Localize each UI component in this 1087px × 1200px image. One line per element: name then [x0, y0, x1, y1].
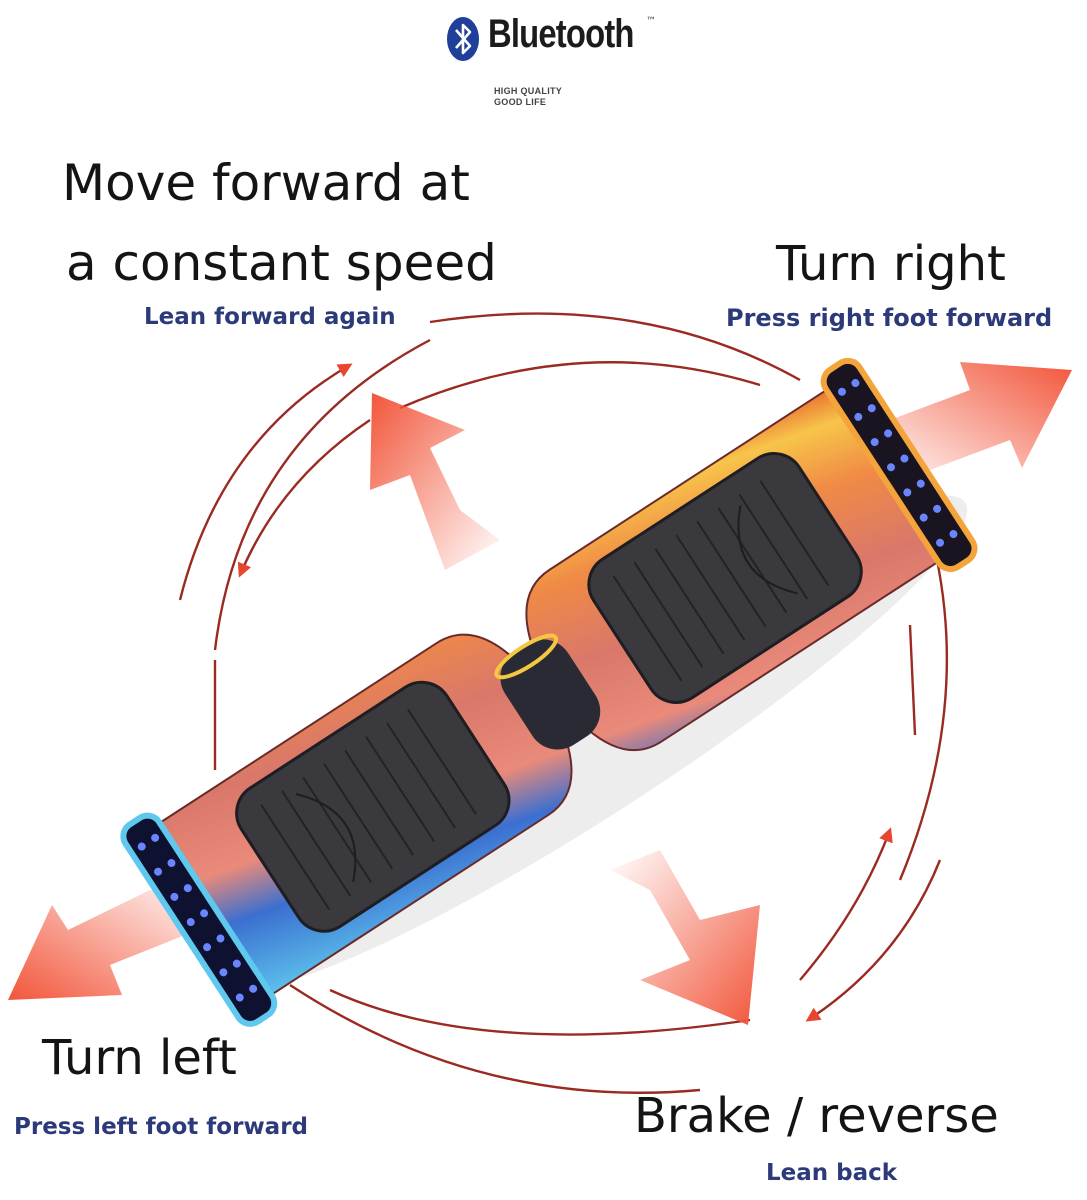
rotation-guides [213, 312, 948, 1094]
brake-reverse-title: Brake / reverse [634, 1088, 999, 1144]
curved-arrow-up-left [178, 363, 353, 601]
tagline-line-2: GOOD LIFE [494, 97, 547, 107]
arrow-up-left-icon [370, 393, 500, 570]
right-wheel-led-bar [820, 357, 978, 573]
turn-right-instruction: Press right foot forward [726, 304, 1053, 332]
curved-arrow-down-left [237, 419, 371, 578]
outer-arc-right [898, 529, 948, 881]
outer-arc-top [429, 312, 801, 382]
curved-arrow-down-right [805, 859, 942, 1022]
inner-arc-bottom [329, 988, 751, 1036]
left-wheel-led-bar [120, 812, 278, 1027]
tagline-line-1: HIGH QUALITY [494, 86, 563, 96]
turn-left-title: Turn left [42, 1030, 237, 1086]
small-curved-arrows [178, 363, 942, 1022]
brand-name: Bluetooth [488, 12, 634, 56]
turn-left-instruction: Press left foot forward [14, 1114, 309, 1140]
forward-title-line-2: a constant speed [66, 234, 497, 292]
inner-arc-top [399, 361, 761, 410]
curved-arrow-up-right [799, 827, 893, 981]
right-led-lights [837, 379, 958, 547]
brake-reverse-instruction: Lean back [766, 1160, 898, 1186]
brand-header: Bluetooth ™ HIGH QUALITY GOOD LIFE [440, 6, 670, 116]
outer-arc-bottom [289, 983, 701, 1094]
arrow-up-right-icon [890, 362, 1072, 470]
left-led-lights [137, 833, 258, 1002]
arrow-down-right-icon [610, 850, 760, 1025]
forward-title-line-1: Move forward at [62, 154, 470, 212]
hoverboard-image [120, 357, 978, 1027]
inner-arc-right [908, 624, 917, 736]
forward-instruction: Lean forward again [144, 304, 396, 330]
left-foot-pad [235, 680, 511, 933]
turn-right-title: Turn right [776, 236, 1006, 292]
trademark-mark: ™ [646, 16, 656, 27]
brand-tagline: HIGH QUALITY GOOD LIFE [494, 86, 562, 108]
bluetooth-icon [447, 17, 479, 61]
arrow-down-left-icon [8, 890, 185, 1000]
right-foot-pad [587, 452, 863, 704]
outer-arc-left [213, 338, 431, 651]
